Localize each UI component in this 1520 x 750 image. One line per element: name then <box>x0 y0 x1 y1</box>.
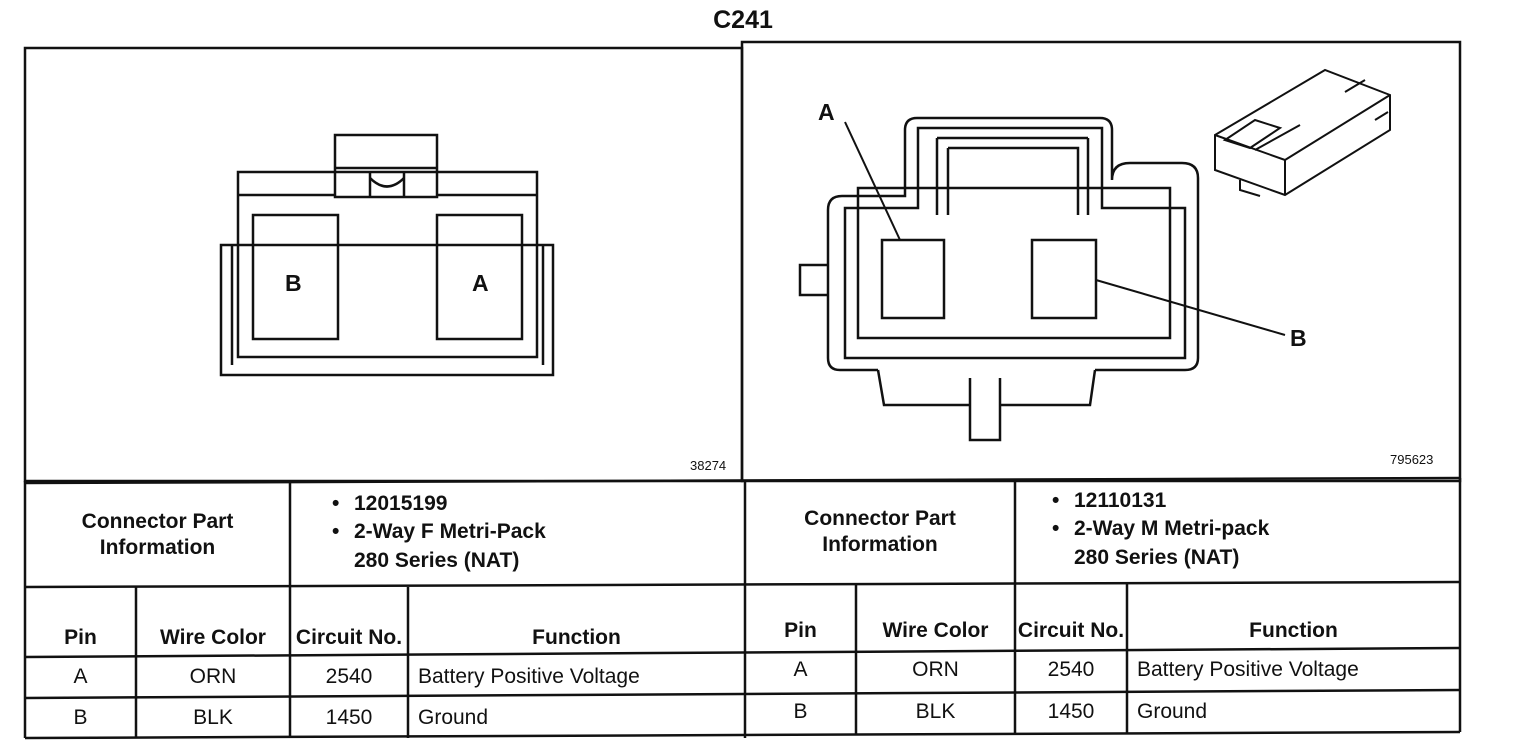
left-row-a-wire-color: ORN <box>189 665 237 689</box>
left-part-number: 12015199 <box>354 492 448 515</box>
female-connector-drawing <box>219 133 555 377</box>
right-header-circuit: Circuit No. <box>1017 618 1125 642</box>
right-row-b-wire-color: BLK <box>915 699 956 723</box>
left-row-b-circuit: 1450 <box>325 705 373 729</box>
right-row-a-wire-color: ORN <box>912 658 959 682</box>
left-header-wire-color: Wire Color <box>160 625 266 649</box>
right-description-line1: 2-Way M Metri-pack <box>1074 517 1270 541</box>
right-row-a-pin: A <box>793 658 808 682</box>
left-header-pin: Pin <box>64 625 97 649</box>
left-info-label: Connector Part Information <box>81 509 234 559</box>
connector-isometric-sketch <box>1214 68 1391 197</box>
right-part-info: •12110131 •2-Way M Metri-pack 280 Series… <box>1052 487 1452 572</box>
callout-a-label: A <box>818 99 835 125</box>
left-figure-number: 38274 <box>690 458 727 473</box>
right-figure-number: 795623 <box>1390 452 1434 467</box>
right-row-b-circuit: 1450 <box>1047 699 1095 723</box>
left-row-a-function: Battery Positive Voltage <box>418 665 640 689</box>
left-row-b-function: Ground <box>418 705 489 729</box>
left-row-a-circuit: 2540 <box>325 665 373 689</box>
left-row-b-pin: B <box>73 705 88 729</box>
right-header-wire-color: Wire Color <box>882 618 989 642</box>
left-header-circuit: Circuit No. <box>295 625 403 649</box>
page-title: C241 <box>713 6 773 34</box>
left-description-line1: 2-Way F Metri-Pack <box>354 520 546 544</box>
right-info-label: Connector Part Information <box>804 506 956 556</box>
right-header-pin: Pin <box>784 618 817 642</box>
right-part-number: 12110131 <box>1074 489 1167 512</box>
left-row-a-pin: A <box>73 665 88 689</box>
cavity-b-label: B <box>285 270 302 296</box>
left-view-frame <box>23 46 744 483</box>
right-row-b-function: Ground <box>1137 699 1208 723</box>
cavity-a-label: A <box>472 270 489 296</box>
left-description-line2: 280 Series (NAT) <box>354 548 520 572</box>
right-row-a-circuit: 2540 <box>1047 658 1095 682</box>
right-description-line2: 280 Series (NAT) <box>1074 545 1240 569</box>
left-row-b-wire-color: BLK <box>193 705 233 729</box>
left-header-function: Function <box>532 625 621 649</box>
left-part-info: •12015199 •2-Way F Metri-Pack 280 Series… <box>332 490 732 575</box>
callout-b-label: B <box>1290 325 1307 351</box>
right-header-function: Function <box>1249 618 1338 642</box>
male-connector-drawing <box>798 116 1286 442</box>
right-row-a-function: Battery Positive Voltage <box>1137 658 1359 682</box>
right-row-b-pin: B <box>793 699 808 723</box>
right-view-frame <box>740 40 1462 483</box>
